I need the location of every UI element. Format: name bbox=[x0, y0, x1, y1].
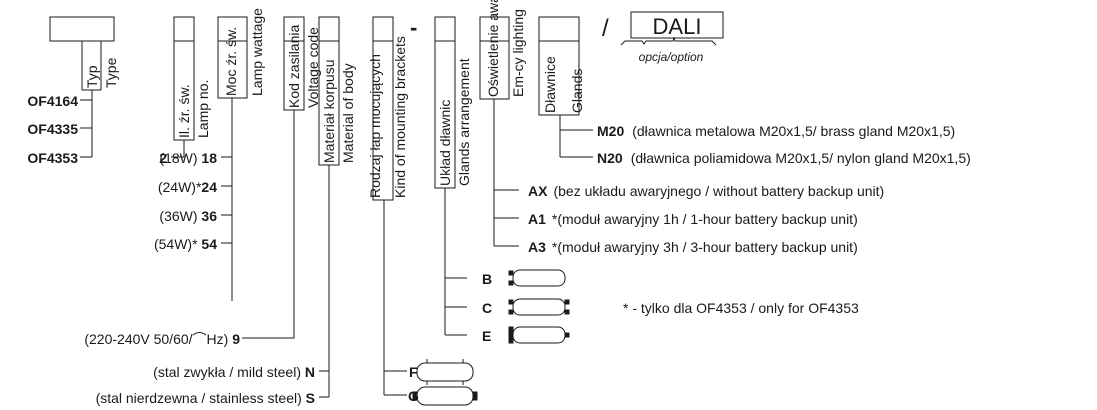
voltage-code-box bbox=[283, 16, 305, 42]
bracket-f-icon bbox=[416, 359, 474, 385]
lamp-no-option: 2 bbox=[159, 150, 167, 166]
voltage-option: (220-240V 50/60/⌒Hz) 9 bbox=[84, 331, 240, 347]
glands-code-box bbox=[538, 16, 580, 42]
wattage-label-en: Lamp wattage bbox=[249, 8, 265, 96]
body-option-2: (stal nierdzewna / stainless steel) S bbox=[96, 390, 315, 406]
gland-arr-option-e: E bbox=[482, 328, 491, 344]
body-label-en: Material of body bbox=[340, 63, 356, 163]
wattage-code-box bbox=[217, 16, 248, 42]
emergency-option-a1: A1*(moduł awaryjny 1h / 1-hour battery b… bbox=[528, 211, 858, 227]
lamp-no-label-en: Lamp no. bbox=[195, 80, 211, 138]
bracket-g-icon bbox=[412, 386, 478, 406]
brackets-label-pl: Rodzaj łap mocujących bbox=[367, 54, 383, 198]
gland-arr-option-b: B bbox=[482, 271, 492, 287]
type-label-en: Type bbox=[103, 57, 119, 88]
glands-label-pl: Dławnice bbox=[542, 56, 558, 113]
emergency-label-en: Em-cy lighting bbox=[510, 9, 526, 97]
emergency-label-pl: Oświetlenie awaryjne bbox=[485, 0, 501, 97]
type-option-1: OF4164 bbox=[27, 93, 78, 109]
gland-option-m20: M20(dławnica metalowa M20x1,5/ brass gla… bbox=[597, 123, 955, 139]
wattage-option-1: (18W) 18 bbox=[159, 150, 217, 166]
bracket-option-g: G bbox=[408, 388, 419, 404]
gland-arr-option-c: C bbox=[482, 300, 492, 316]
emergency-code-box bbox=[479, 16, 510, 42]
footnote: * - tylko dla OF4353 / only for OF4353 bbox=[623, 300, 859, 316]
emergency-option-a3: A3*(moduł awaryjny 3h / 3-hour battery b… bbox=[528, 239, 858, 255]
gland-arrangement-b-icon bbox=[508, 269, 566, 287]
type-code-box bbox=[49, 16, 115, 42]
brackets-code-box bbox=[372, 16, 394, 42]
type-option-3: OF4353 bbox=[27, 150, 78, 166]
bracket-option-f: F bbox=[409, 364, 418, 380]
wattage-option-3: (36W) 36 bbox=[159, 208, 217, 224]
emergency-option-ax: AX(bez układu awaryjnego / without batte… bbox=[528, 183, 884, 199]
gland-arr-label-en: Glands arrangement bbox=[456, 58, 472, 186]
gland-option-n20: N20(dławnica poliamidowa M20x1,5/ nylon … bbox=[597, 150, 971, 166]
voltage-label-en: Voltage code bbox=[305, 27, 321, 108]
separator-slash: / bbox=[602, 15, 609, 42]
dali-label: DALI bbox=[653, 14, 702, 39]
type-option-2: OF4335 bbox=[27, 121, 78, 137]
gland-arr-code-box bbox=[434, 16, 456, 42]
body-option-1: (stal zwykła / mild steel) N bbox=[153, 364, 315, 380]
gland-arr-label-pl: Układ dławnic bbox=[437, 100, 453, 186]
wattage-option-4: (54W)* 54 bbox=[154, 236, 217, 252]
option-label: opcja/option bbox=[639, 50, 704, 64]
gland-arrangement-c-icon bbox=[508, 298, 570, 316]
voltage-label-pl: Kod zasilania bbox=[286, 25, 302, 108]
separator-dash: - bbox=[410, 15, 417, 40]
body-label-pl: Materiał korpusu bbox=[321, 60, 337, 164]
type-label-pl: Typ bbox=[84, 65, 100, 88]
lamp-no-label-pl: Il. źr. św. bbox=[176, 84, 192, 138]
lamp-no-code-box bbox=[173, 16, 195, 42]
gland-arrangement-e-icon bbox=[508, 326, 570, 344]
brackets-label-en: Kind of mounting brackets bbox=[392, 36, 408, 198]
wattage-label-pl: Moc źr. św. bbox=[223, 27, 239, 96]
wattage-option-2: (24W)*24 bbox=[158, 179, 217, 195]
dali-box bbox=[630, 11, 724, 39]
body-code-box bbox=[318, 16, 340, 42]
option-bracket bbox=[620, 36, 717, 46]
glands-label-en: Glands bbox=[569, 69, 585, 113]
